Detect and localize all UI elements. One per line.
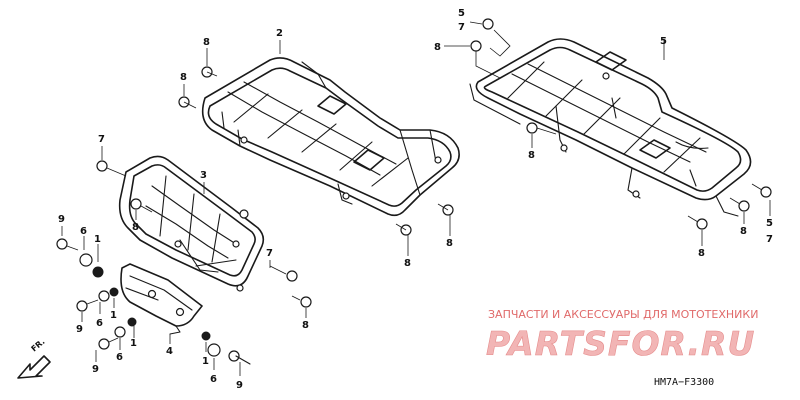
callout-top-8: 8 bbox=[434, 42, 441, 53]
watermark-logo: PARTSFOR.RU bbox=[486, 324, 755, 363]
callout-bot-9: 9 bbox=[236, 380, 243, 391]
nut-1 bbox=[201, 331, 211, 341]
nut-1 bbox=[92, 266, 104, 278]
bolt-8 bbox=[526, 122, 538, 134]
callout-c-bolt-7: 7 bbox=[98, 134, 105, 145]
callout-fr-bolt: 8 bbox=[446, 238, 453, 249]
callout-rr-bolt: 8 bbox=[698, 248, 705, 259]
bolt-8 bbox=[300, 296, 312, 308]
callout-left-9: 9 bbox=[58, 214, 65, 225]
callout-left-1: 1 bbox=[130, 338, 137, 349]
bolt-8 bbox=[738, 200, 750, 212]
bolt-9 bbox=[228, 350, 240, 362]
callout-fr-bolt: 8 bbox=[203, 37, 210, 48]
callout-rr-bolt: 8 bbox=[740, 226, 747, 237]
front-marker-label: FR. bbox=[30, 337, 47, 353]
callout-rr-side-5: 5 bbox=[766, 218, 773, 229]
watermark: ЗАПЧАСТИ И АКСЕССУАРЫ ДЛЯ МОТОТЕХНИКИ PA… bbox=[486, 308, 759, 363]
callout-rr-bolt: 8 bbox=[528, 150, 535, 161]
mounting-plate bbox=[120, 263, 203, 335]
callout-fr-bolt: 8 bbox=[404, 258, 411, 269]
callout-left-9: 9 bbox=[92, 364, 99, 375]
callout-left-1: 1 bbox=[94, 234, 101, 245]
bolt-5 bbox=[760, 186, 772, 198]
callout-plate: 4 bbox=[166, 346, 173, 357]
bolt-9 bbox=[76, 300, 88, 312]
bolt-9 bbox=[56, 238, 68, 250]
front-direction-marker: FR. bbox=[17, 337, 51, 379]
carrier-bracket bbox=[118, 155, 265, 292]
washer-6 bbox=[114, 326, 126, 338]
bolt-7 bbox=[286, 270, 298, 282]
nut-1 bbox=[109, 287, 119, 297]
callout-left-6: 6 bbox=[80, 226, 87, 237]
callout-left-9: 9 bbox=[76, 324, 83, 335]
callout-bot-1: 1 bbox=[202, 356, 209, 367]
callout-top-7: 7 bbox=[458, 22, 465, 33]
nut-1 bbox=[127, 317, 137, 327]
callout-left-6: 6 bbox=[116, 352, 123, 363]
callout-bot-6: 6 bbox=[210, 374, 217, 385]
rear-rack bbox=[469, 38, 752, 217]
washer-6 bbox=[98, 290, 110, 302]
callout-left-6: 6 bbox=[96, 318, 103, 329]
callout-carrier: 3 bbox=[200, 170, 207, 181]
callout-rear-rack: 5 bbox=[660, 36, 667, 47]
callout-top-5: 5 bbox=[458, 8, 465, 19]
callout-fr-bolt: 8 bbox=[180, 72, 187, 83]
callout-front-rack: 2 bbox=[276, 28, 283, 39]
bolt-7 bbox=[96, 160, 108, 172]
bolt-5 bbox=[482, 18, 494, 30]
callout-c-bolt-8: 8 bbox=[302, 320, 309, 331]
front-rack bbox=[201, 57, 460, 217]
fasteners bbox=[56, 18, 772, 376]
watermark-caption: ЗАПЧАСТИ И АКСЕССУАРЫ ДЛЯ МОТОТЕХНИКИ bbox=[488, 308, 758, 321]
diagram-code: HM7A−F3300 bbox=[654, 377, 714, 388]
callout-c-bolt-8: 8 bbox=[132, 222, 139, 233]
bolt-8 bbox=[470, 40, 482, 52]
callout-c-bolt-7: 7 bbox=[266, 248, 273, 259]
bolt-9 bbox=[98, 338, 110, 350]
callout-labels: 5 7 8 5 8 8 8 5 7 2 8 8 8 8 3 7 8 7 8 4 … bbox=[58, 8, 773, 391]
callout-left-1: 1 bbox=[110, 310, 117, 321]
callout-rr-side-7: 7 bbox=[766, 234, 773, 245]
front-arrow-icon bbox=[17, 355, 51, 379]
washer-6 bbox=[79, 253, 93, 267]
bolt-8 bbox=[130, 198, 142, 210]
washer-6 bbox=[207, 343, 221, 357]
bolt-8 bbox=[696, 218, 708, 230]
